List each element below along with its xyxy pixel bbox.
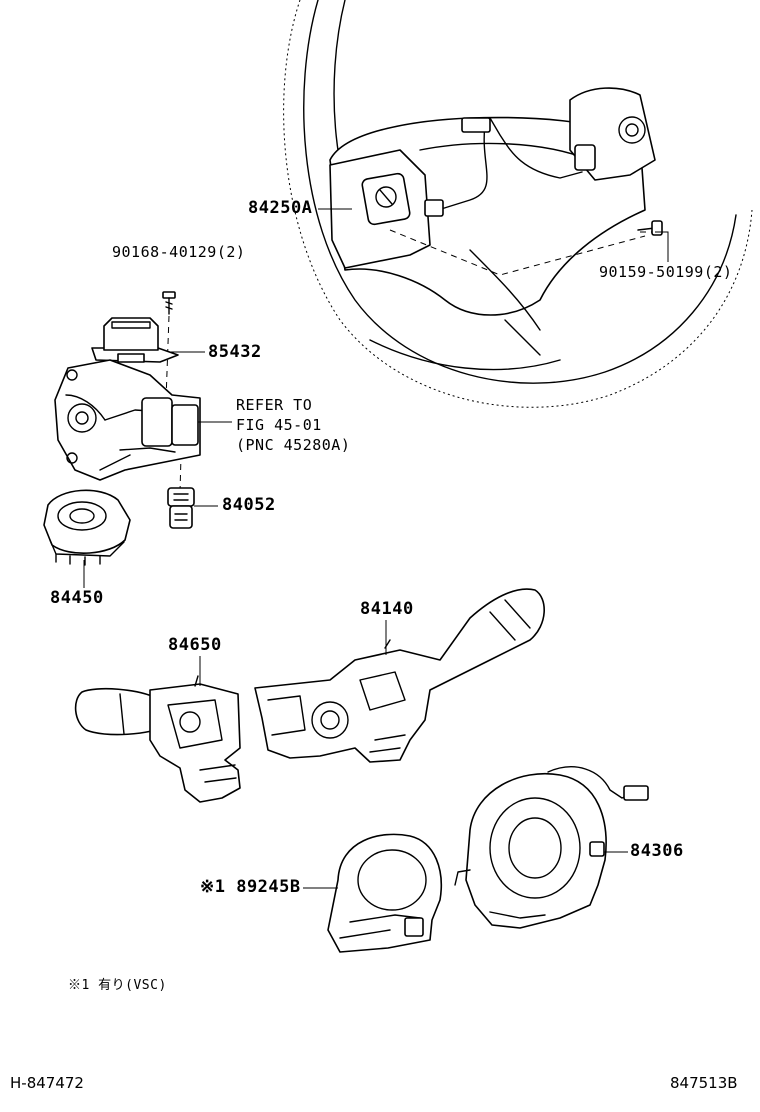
label-90159-50199: 90159-50199(2) xyxy=(599,263,733,281)
label-84052: 84052 xyxy=(222,495,276,515)
refer-note-line2: FIG 45-01 xyxy=(236,416,322,434)
switch-85432-drawing xyxy=(91,317,179,363)
label-84650: 84650 xyxy=(168,635,222,655)
label-84306: 84306 xyxy=(630,841,684,861)
ignition-switch-84450-drawing xyxy=(43,489,131,566)
column-housing-drawing xyxy=(54,359,201,481)
leader-lines xyxy=(83,208,669,889)
label-89245b: ※1 89245B xyxy=(200,877,301,897)
wiper-switch-84140-drawing xyxy=(254,588,545,763)
footer-right-code: 847513B xyxy=(670,1074,738,1092)
light-switch-84650-drawing xyxy=(74,675,241,803)
refer-note-line1: REFER TO xyxy=(236,396,313,414)
label-90168-40129: 90168-40129(2) xyxy=(112,243,246,261)
steering-wheel-drawing xyxy=(283,0,753,408)
refer-note-line3: (PNC 45280A) xyxy=(236,436,351,454)
label-84140: 84140 xyxy=(360,599,414,619)
label-85432: 85432 xyxy=(208,342,262,362)
spiral-cable-84306-drawing xyxy=(454,766,649,929)
label-84450: 84450 xyxy=(50,588,104,608)
footer-left-code: H-847472 xyxy=(10,1074,84,1092)
connector-84052-drawing xyxy=(167,487,195,529)
steering-sensor-89245b-drawing xyxy=(327,833,442,953)
vsc-note: ※1 有り(VSC) xyxy=(68,978,167,993)
label-84250a: 84250A xyxy=(248,198,313,218)
